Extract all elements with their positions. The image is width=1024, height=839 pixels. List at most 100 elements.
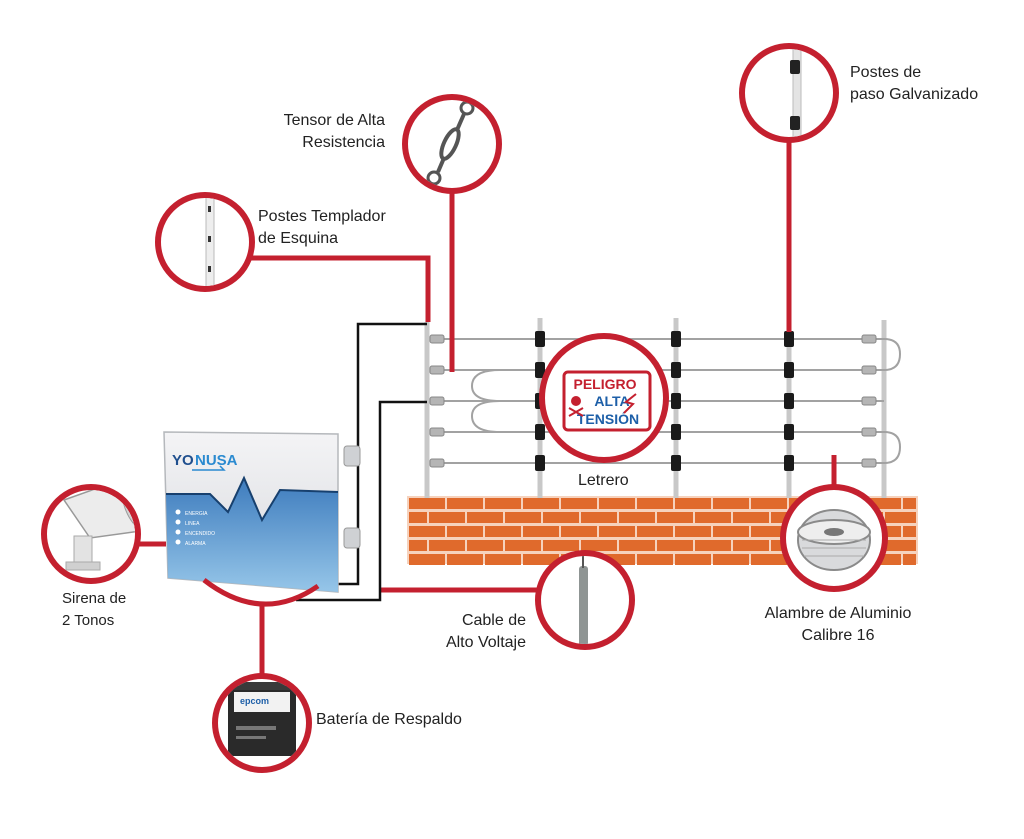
brick	[523, 554, 559, 565]
brick	[733, 540, 769, 551]
callout-postes-templador	[155, 192, 255, 292]
brick	[695, 512, 731, 523]
warning-sign: PELIGRO ALTA TENSIÓN	[539, 333, 669, 463]
brick	[581, 540, 617, 551]
brick	[409, 554, 445, 565]
lightning-icon	[623, 393, 637, 414]
indicator-label: LINEA	[185, 521, 200, 527]
brick	[903, 498, 916, 509]
insulator	[784, 393, 794, 409]
brick	[637, 498, 673, 509]
label-postes-paso-line2: paso Galvanizado	[850, 86, 979, 103]
brick	[467, 540, 503, 551]
label-bateria: Batería de Respaldo	[316, 709, 496, 731]
label-cable-line1: Cable de	[461, 612, 526, 629]
brick	[505, 540, 541, 551]
cable-icon	[579, 556, 588, 644]
callout-connectors	[135, 137, 837, 679]
label-cable: Cable de Alto Voltaje	[420, 610, 526, 654]
insulator	[535, 331, 545, 347]
energizer-unit: YO NUSA ENERGIA LINEA ENCENDIDO ALARMA	[163, 431, 361, 607]
indicator-leds: ENERGIA LINEA ENCENDIDO ALARMA	[175, 509, 215, 547]
brick	[485, 498, 521, 509]
brick	[903, 526, 916, 537]
brick	[637, 526, 673, 537]
brick	[467, 512, 503, 523]
wire-spool-icon	[797, 509, 871, 571]
pulse-waveform-icon	[166, 475, 339, 523]
brick	[409, 526, 445, 537]
brick	[637, 554, 673, 565]
brick	[713, 498, 749, 509]
left-post-insulators	[429, 334, 445, 468]
callout-alambre	[780, 484, 888, 592]
label-tensor-line1: Tensor de Alta	[283, 112, 385, 129]
brick	[599, 526, 635, 537]
sign-line-1: PELIGRO	[573, 376, 636, 392]
brick	[733, 512, 769, 523]
brick	[885, 540, 916, 551]
brick	[505, 512, 541, 523]
brand-left: YO	[172, 452, 194, 469]
label-alambre: Alambre de Aluminio Calibre 16	[748, 603, 928, 647]
brick	[485, 526, 521, 537]
indicator-label: ALARMA	[185, 541, 206, 547]
brick	[675, 498, 711, 509]
brick	[903, 554, 916, 565]
brick	[657, 512, 693, 523]
fence-wires	[440, 338, 902, 464]
label-tensor-line2: Resistencia	[302, 134, 385, 151]
brick	[409, 498, 445, 509]
label-letrero: Letrero	[578, 470, 658, 492]
insulator	[671, 455, 681, 471]
brick	[523, 526, 559, 537]
insulator	[535, 362, 545, 378]
brick	[543, 512, 579, 523]
callout-bateria: epcom	[212, 673, 312, 773]
brick	[543, 540, 579, 551]
brick	[485, 554, 521, 565]
brick	[429, 512, 465, 523]
insulator	[671, 424, 681, 440]
brick	[599, 554, 635, 565]
label-postes-paso: Postes de paso Galvanizado	[850, 62, 1020, 106]
callout-postes-paso	[739, 43, 839, 143]
brand-right: NUSA	[195, 452, 238, 469]
line-post-insulators	[535, 331, 794, 471]
label-bateria-text: Batería de Respaldo	[316, 711, 462, 728]
brick	[865, 498, 901, 509]
callout-sirena	[41, 484, 141, 584]
insulator	[784, 424, 794, 440]
brick	[561, 498, 597, 509]
insulator	[535, 424, 545, 440]
brick	[619, 512, 655, 523]
brick	[695, 540, 731, 551]
callout-cable	[535, 550, 635, 650]
label-sirena-line1: Sirena de	[62, 590, 127, 607]
callout-tensor	[402, 94, 502, 194]
brick	[751, 526, 787, 537]
brick	[619, 540, 655, 551]
brick	[751, 554, 787, 565]
brick	[447, 554, 483, 565]
insulator	[671, 331, 681, 347]
brand-arrow-icon	[192, 465, 226, 471]
label-sirena-line2: 2 Tonos	[62, 612, 115, 629]
battery-icon: epcom	[228, 682, 296, 756]
insulator	[535, 455, 545, 471]
brick	[599, 498, 635, 509]
brick	[447, 526, 483, 537]
skull-icon	[568, 396, 584, 417]
brick	[675, 526, 711, 537]
right-post-insulators	[861, 334, 877, 468]
indicator-label: ENCENDIDO	[185, 531, 215, 537]
brick	[523, 498, 559, 509]
label-cable-line2: Alto Voltaje	[445, 634, 526, 651]
brick	[713, 526, 749, 537]
galvanized-post-icon	[790, 49, 802, 137]
corner-post-icon	[205, 198, 215, 286]
label-sirena: Sirena de 2 Tonos	[62, 588, 152, 632]
insulator	[671, 393, 681, 409]
brick	[409, 512, 427, 523]
